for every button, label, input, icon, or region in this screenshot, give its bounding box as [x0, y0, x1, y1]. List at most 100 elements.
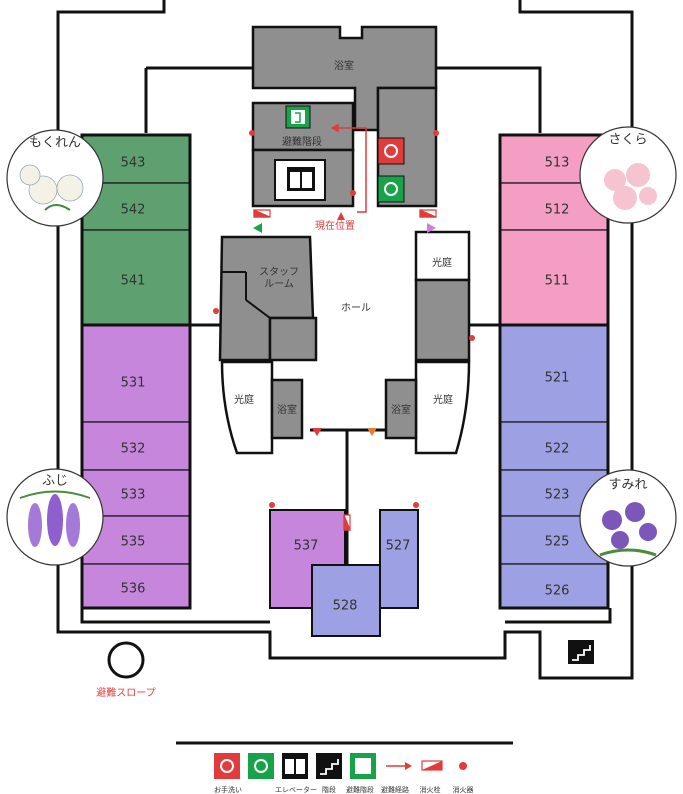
label-528: 528 [333, 599, 358, 614]
bath-left[interactable] [270, 378, 304, 440]
ward-badge-sakura[interactable] [579, 126, 677, 224]
right-service[interactable] [414, 278, 471, 362]
service-core [251, 25, 438, 208]
label-courtyard-right: 光庭 [433, 393, 453, 406]
label-521: 521 [545, 371, 570, 386]
label-512: 512 [545, 203, 570, 218]
outer-walls [56, 0, 634, 680]
room-527[interactable] [379, 509, 419, 609]
label-527: 527 [386, 539, 411, 554]
staff-block [218, 235, 318, 362]
light-courts [220, 360, 471, 455]
legend-stairs-icon [316, 753, 342, 779]
legend-elevator-icon [282, 753, 308, 779]
label-543: 543 [121, 156, 146, 171]
right-core [414, 230, 471, 362]
label-ward-fuji: ふじ [42, 474, 68, 489]
wheelchair-restroom-icon[interactable] [377, 137, 405, 165]
legend: お手洗い エレベーター 階段 避難階段 避難経路 消火栓 消火器 [214, 753, 474, 794]
courtyard-top-right[interactable] [414, 230, 471, 282]
fire-extinguishers [213, 130, 475, 508]
elevator-icon[interactable] [287, 167, 315, 191]
label-emergency-stairs: 避難階段 [282, 135, 322, 148]
label-bath-right: 浴室 [391, 403, 411, 416]
fuji-wing [81, 324, 191, 609]
courtyard-left[interactable] [220, 360, 274, 455]
label-bath-left: 浴室 [277, 403, 297, 416]
label-533: 533 [121, 488, 146, 503]
room-511[interactable] [499, 229, 609, 326]
left-wing-border [80, 133, 192, 610]
legend-restroom-label: お手洗い [214, 785, 242, 794]
ward-labels: もくれん さくら ふじ すみれ [29, 133, 648, 493]
label-523: 523 [545, 488, 570, 503]
staff-room-sub[interactable] [268, 316, 318, 362]
staff-divider-3 [245, 299, 271, 319]
red-marker-center [312, 428, 322, 436]
room-541[interactable] [81, 229, 191, 326]
label-535: 535 [121, 535, 146, 550]
room-528[interactable] [311, 564, 381, 637]
label-537: 537 [294, 539, 319, 554]
pink-marker [427, 223, 436, 233]
label-541: 541 [121, 274, 146, 289]
evacuation-slope-circle[interactable] [107, 641, 145, 679]
label-536: 536 [121, 582, 146, 597]
ward-badge-fuji[interactable] [6, 468, 104, 566]
hydrant-2-fill [419, 209, 437, 218]
extinguisher-3[interactable] [350, 190, 356, 196]
hydrant-3-fill [343, 514, 351, 531]
legend-extinguisher-label: 消火器 [453, 785, 474, 794]
sumire-wing [499, 324, 609, 609]
label-531: 531 [121, 376, 146, 391]
label-526: 526 [545, 584, 570, 599]
green-marker [253, 223, 262, 233]
room-531[interactable] [81, 324, 191, 423]
legend-evac-route-label: 避難経路 [381, 785, 409, 794]
label-ward-sakura: さくら [608, 133, 647, 148]
extinguisher-5[interactable] [469, 335, 475, 341]
label-ward-mokuren: もくれん [29, 136, 81, 151]
ward-badge-sumire[interactable] [579, 469, 677, 567]
extinguisher-7[interactable] [413, 502, 419, 508]
label-532: 532 [121, 442, 146, 457]
label-542: 542 [121, 203, 146, 218]
emergency-exit-icon[interactable] [285, 105, 311, 129]
evacuation-route [330, 123, 367, 213]
room-521[interactable] [499, 324, 609, 423]
extinguisher-6[interactable] [269, 502, 275, 508]
label-staff-room-1: スタッフ [259, 266, 299, 278]
label-511: 511 [545, 274, 570, 289]
extinguisher-4[interactable] [213, 308, 219, 314]
accessible-restroom-icon[interactable] [377, 175, 405, 203]
room-522[interactable] [499, 421, 609, 471]
label-ward-sumire: すみれ [608, 478, 647, 493]
legend-emergency-exit-icon [350, 753, 376, 779]
label-hall: ホール [341, 302, 371, 314]
legend-stairs-label: 階段 [322, 785, 336, 794]
extinguisher-2[interactable] [433, 130, 439, 136]
bath-right[interactable] [384, 378, 418, 440]
room-536[interactable] [81, 563, 191, 609]
current-location-marker [337, 212, 345, 220]
label-current-location: 現在位置 [315, 219, 355, 232]
label-522: 522 [545, 442, 570, 457]
legend-extinguisher-dot [459, 762, 467, 770]
stairs-icon-bottom[interactable] [568, 640, 594, 664]
hydrant-1-fill [253, 209, 271, 218]
label-525: 525 [545, 535, 570, 550]
extinguisher-1[interactable] [249, 130, 255, 136]
legend-evac-route-arrow [386, 762, 412, 770]
courtyard-right[interactable] [414, 360, 471, 455]
legend-restroom-green-icon [248, 753, 274, 779]
legend-emergency-stairs-label: 避難階段 [346, 785, 374, 794]
label-courtyard-top-right: 光庭 [432, 256, 452, 269]
legend-elevator-label: エレベーター [275, 785, 317, 794]
room-labels: 543 542 541 531 532 533 535 536 513 512 … [121, 156, 570, 614]
fire-hydrants [253, 209, 437, 531]
south-rooms [269, 509, 419, 637]
ward-badge-mokuren[interactable] [6, 129, 104, 227]
label-courtyard-left: 光庭 [234, 393, 254, 406]
room-526[interactable] [499, 563, 609, 609]
